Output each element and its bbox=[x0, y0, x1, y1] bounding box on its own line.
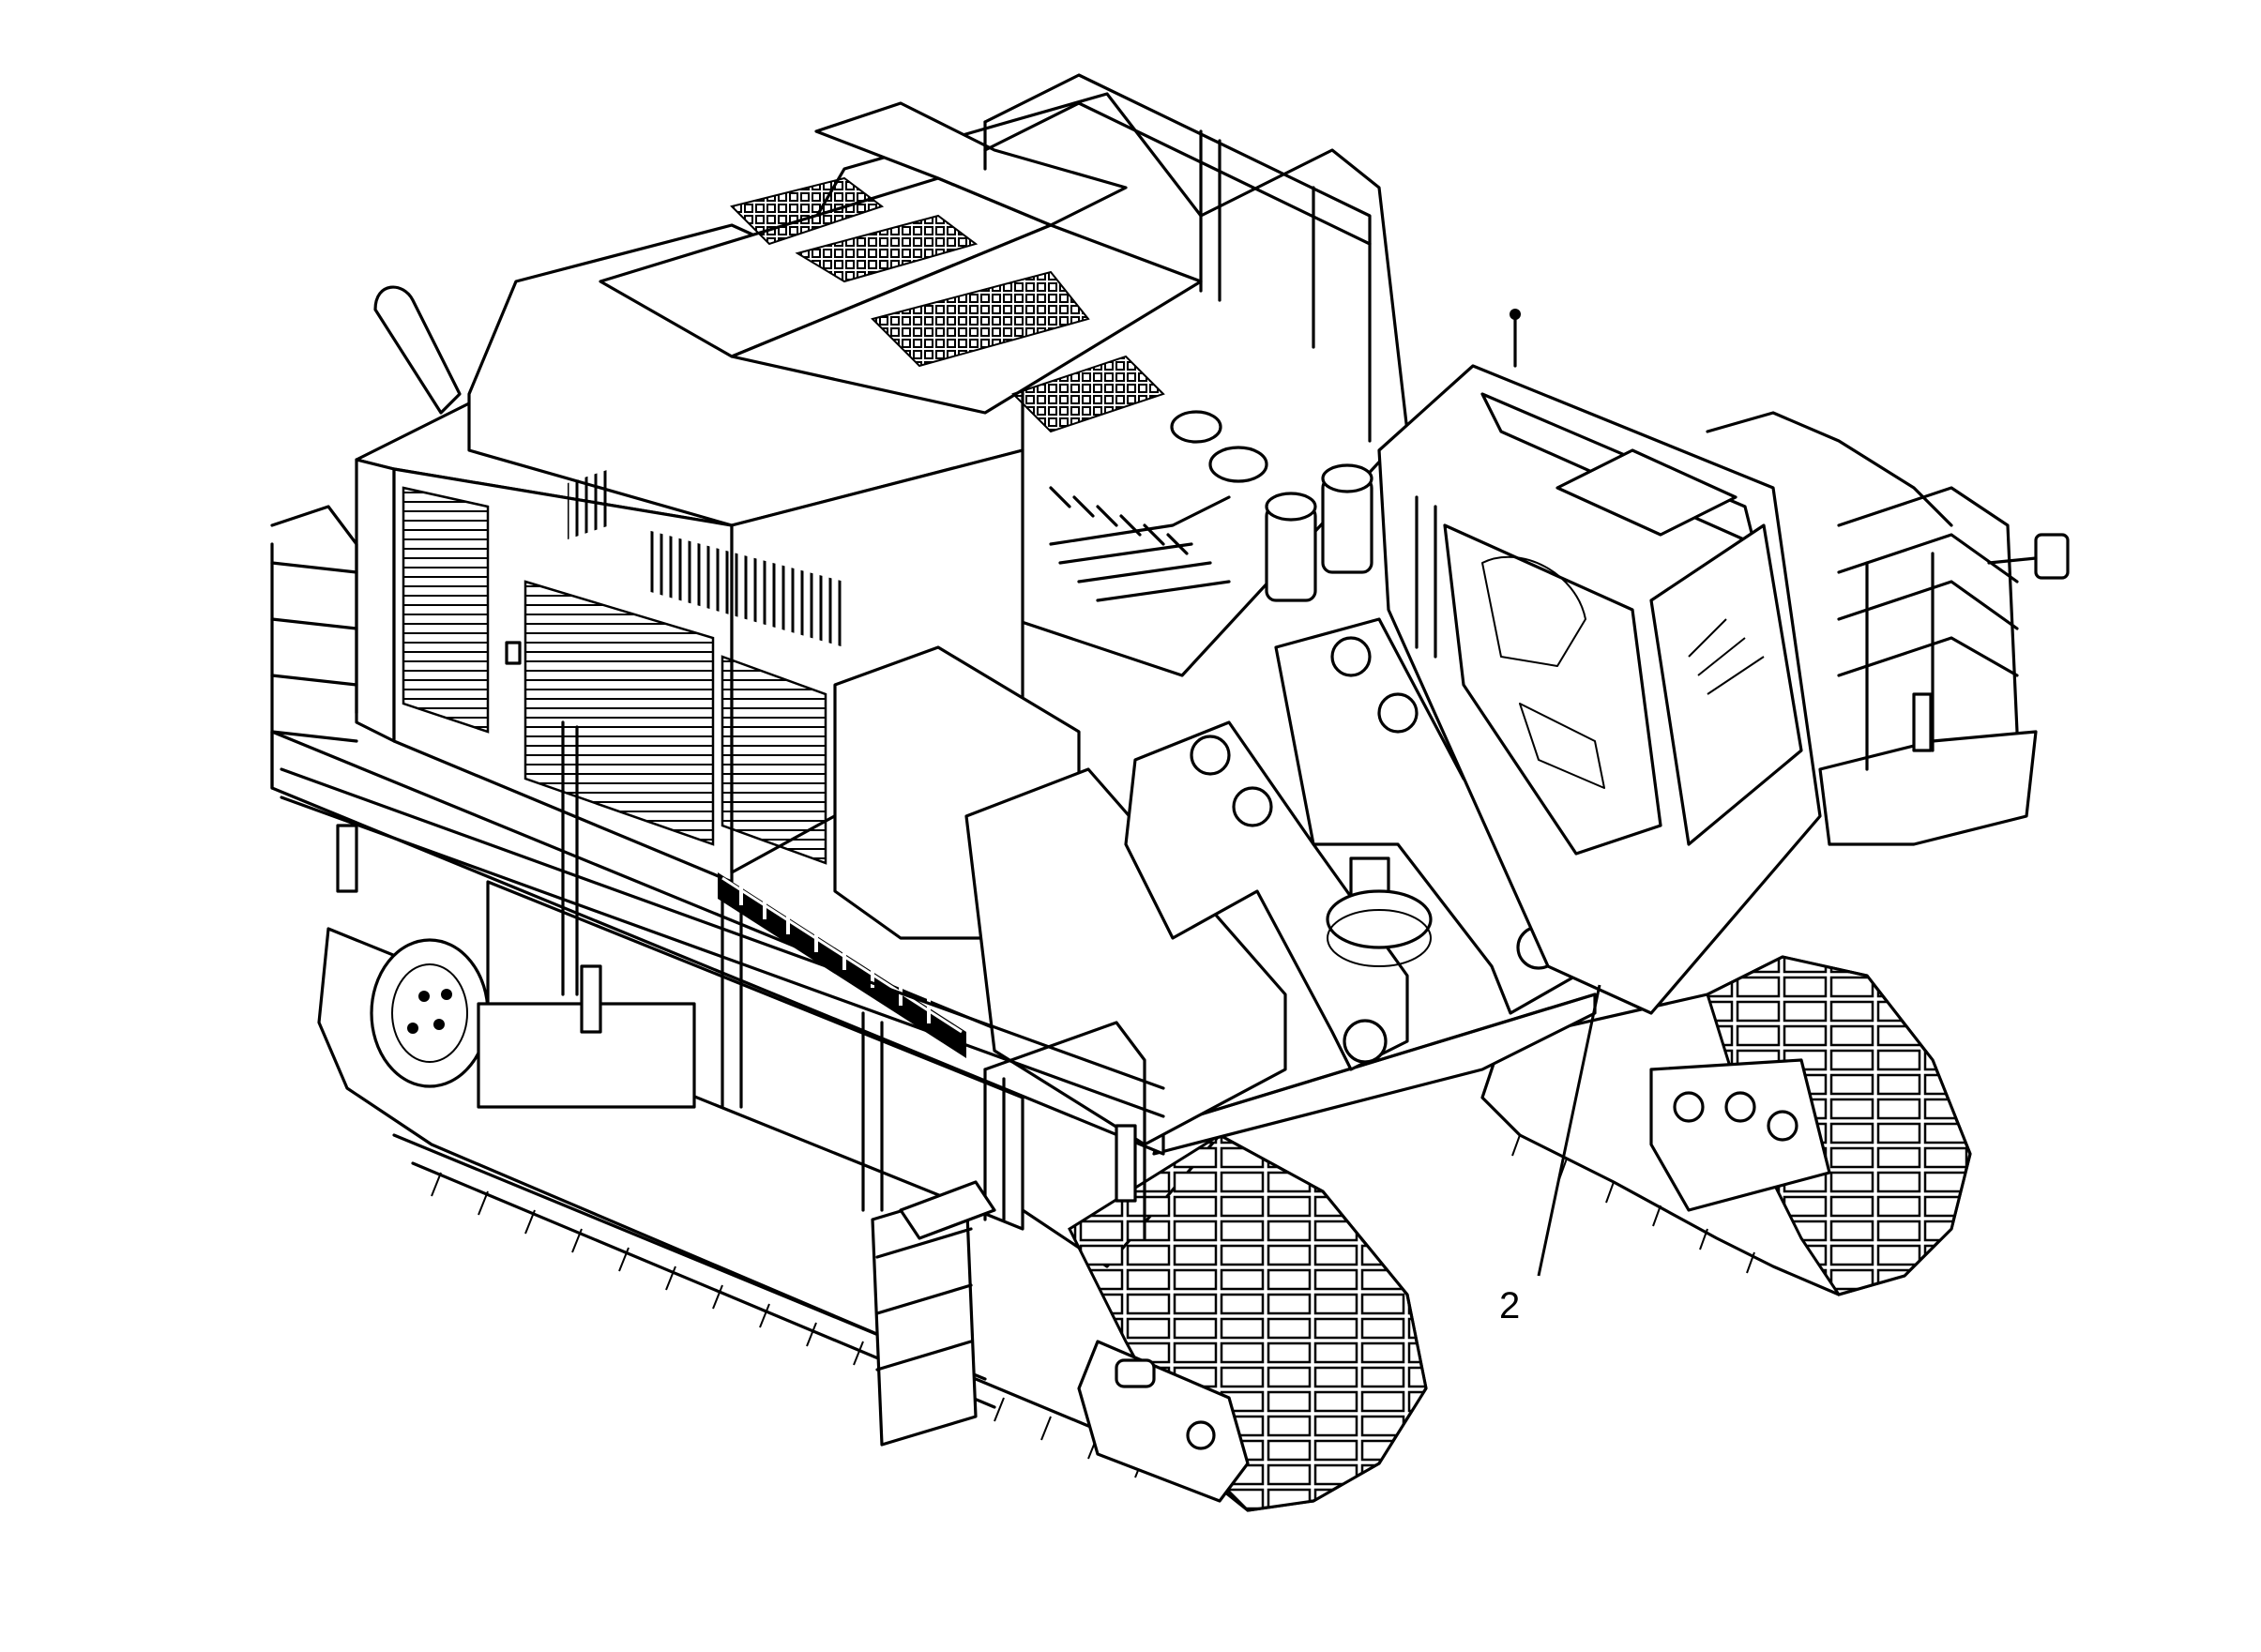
callout-2-label: 2 bbox=[1499, 1285, 1521, 1326]
access-ladder bbox=[871, 1180, 996, 1447]
callout-2-leader bbox=[1537, 984, 1601, 1277]
final-drive bbox=[370, 938, 490, 1088]
operator-cab bbox=[1377, 364, 2070, 1015]
handrails-right bbox=[1706, 411, 2038, 846]
filters bbox=[1170, 410, 1373, 602]
boom-brackets bbox=[1049, 486, 1578, 1071]
handrails-rear bbox=[983, 73, 1372, 443]
right-crawler-track bbox=[1480, 955, 1972, 1296]
liebherr-logo bbox=[718, 872, 966, 1058]
antenna bbox=[1510, 309, 1521, 368]
